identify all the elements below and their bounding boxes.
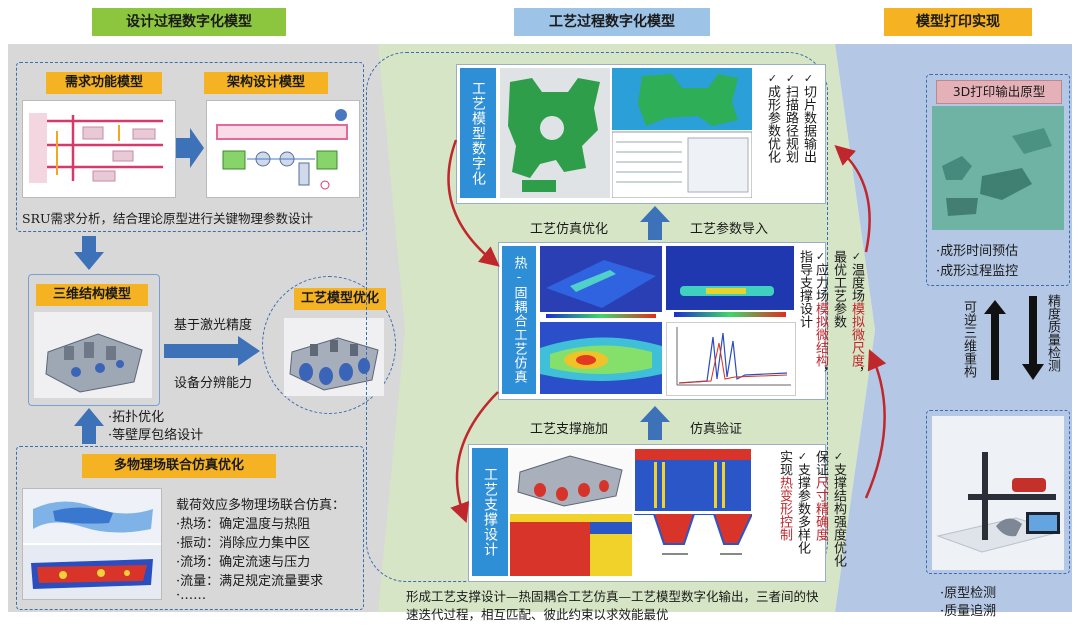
footer-text: 形成工艺支撑设计—热固耦合工艺仿真—工艺模型数字化输出，三者间的快速迭代过程，相… <box>406 588 822 624</box>
precision-inspection-label: 精度质量检测 <box>1044 294 1060 394</box>
inspect-item-traceability: ·质量追溯 <box>940 600 996 619</box>
arrow-up-right <box>984 300 1006 380</box>
print-item-time: ·成形时间预估 <box>936 240 1018 259</box>
inspection-image <box>932 416 1064 570</box>
print-title-box: 3D打印输出原型 <box>936 80 1062 104</box>
print-output-image <box>932 106 1064 230</box>
reverse-reconstruction-label: 可逆三维重构 <box>960 300 976 400</box>
inspect-item-prototype: ·原型检测 <box>940 582 996 601</box>
print-item-monitor: ·成形过程监控 <box>936 260 1018 279</box>
arrow-down-right <box>1022 296 1044 380</box>
